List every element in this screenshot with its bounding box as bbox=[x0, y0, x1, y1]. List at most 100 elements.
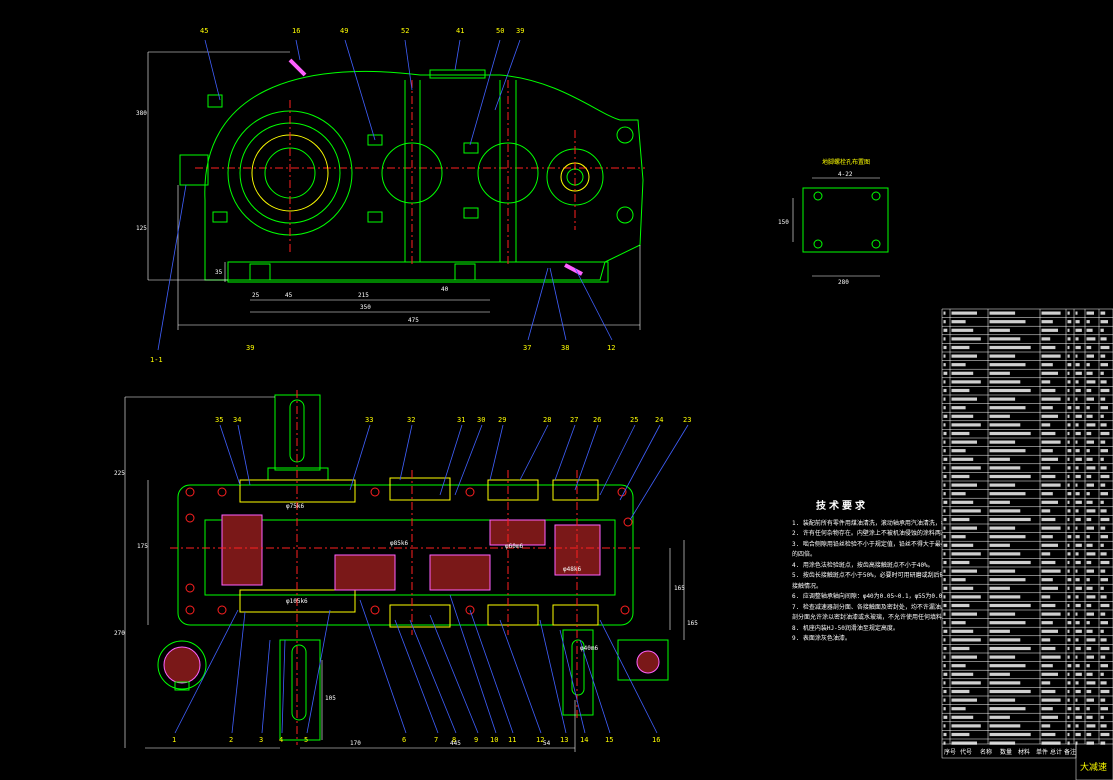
bom-cell-text bbox=[943, 535, 946, 539]
coupling-right-section bbox=[636, 650, 660, 674]
bom-cell-text bbox=[1086, 672, 1093, 676]
bom-cell-text bbox=[943, 500, 948, 504]
footer-cell: 名称 bbox=[980, 748, 992, 756]
balloon: 6 bbox=[402, 736, 406, 744]
bom-cell-text bbox=[1086, 664, 1090, 668]
dim-text: 170 bbox=[350, 740, 361, 747]
bom-cell-text bbox=[1100, 724, 1107, 728]
bom-cell-text bbox=[943, 337, 946, 341]
balloon: 12 bbox=[607, 344, 615, 352]
foundation-plate bbox=[802, 187, 889, 253]
bom-cell-text bbox=[1041, 621, 1053, 625]
bom-cell-text bbox=[943, 603, 947, 608]
bom-cell-text bbox=[1086, 629, 1093, 633]
bom-cell-text bbox=[951, 345, 970, 350]
bom-cell-text bbox=[1100, 655, 1106, 659]
bom-cell-text bbox=[1100, 440, 1106, 444]
dim-text: 35 bbox=[215, 269, 223, 276]
bom-cell-text bbox=[1041, 457, 1058, 461]
bom-cell-text bbox=[1041, 414, 1058, 418]
bom-cell-text bbox=[989, 586, 1010, 590]
bom-cell-text bbox=[943, 363, 946, 367]
bom-cell-text bbox=[989, 423, 1021, 427]
bom-cell-text bbox=[1086, 440, 1094, 444]
bom-cell-text bbox=[1041, 345, 1056, 350]
bom-cell-text bbox=[1086, 526, 1094, 530]
bom-cell-text bbox=[1067, 560, 1070, 565]
bom-cell-text bbox=[1086, 337, 1096, 341]
balloon: 50 bbox=[496, 27, 504, 35]
bom-cell-text bbox=[1075, 629, 1082, 633]
bom-cell-text bbox=[951, 543, 974, 547]
balloon: 7 bbox=[434, 736, 438, 744]
bom-cell-text bbox=[1086, 621, 1090, 625]
oil-gauge bbox=[564, 263, 583, 276]
bom-cell-text bbox=[1086, 345, 1092, 350]
footer-cell: 总计 bbox=[1050, 748, 1062, 756]
tech-item: 2. 许有任何杂物存在。内壁涂上不被机油侵蚀的涂料两次。 bbox=[792, 530, 942, 537]
bom-cell-text bbox=[951, 526, 977, 530]
bom-cell-text bbox=[989, 328, 1010, 332]
foundation-view bbox=[792, 177, 889, 277]
bom-cell-text bbox=[951, 354, 977, 358]
bom-cell-text bbox=[1100, 681, 1107, 685]
bom-cell-text bbox=[1067, 689, 1070, 694]
bom-cell-text bbox=[1041, 672, 1058, 676]
bom-cell-text bbox=[1075, 689, 1081, 694]
bom-cell-text bbox=[1067, 517, 1070, 522]
bom-cell-text bbox=[1075, 388, 1081, 393]
bom-cell-text bbox=[989, 449, 1026, 453]
bom-cell-text bbox=[989, 578, 1026, 582]
bom-cell-text bbox=[1086, 371, 1093, 375]
bom-cell-text bbox=[1041, 483, 1061, 487]
balloon: 32 bbox=[407, 416, 415, 424]
bom-cell-text bbox=[943, 311, 946, 315]
bom-cell-text bbox=[1100, 664, 1108, 668]
bom-cell-text bbox=[1067, 431, 1070, 436]
bolt-nut bbox=[463, 207, 479, 219]
bom-cell-text bbox=[1041, 655, 1061, 659]
balloon: 25 bbox=[630, 416, 638, 424]
output-shaft bbox=[279, 639, 321, 741]
bom-cell-text bbox=[951, 681, 981, 685]
bom-cell-text bbox=[989, 569, 1016, 573]
bom-cell-text bbox=[1075, 449, 1080, 453]
bom-cell-text bbox=[1086, 569, 1094, 573]
bom-cell-text bbox=[1100, 397, 1106, 401]
bom-cell-text bbox=[1100, 345, 1110, 350]
bom-cell-text bbox=[1067, 715, 1070, 719]
bom-cell-text bbox=[1100, 672, 1104, 676]
bom-cell-text bbox=[1075, 638, 1079, 642]
bom-cell-text bbox=[1067, 363, 1072, 367]
bolt-nut bbox=[212, 211, 228, 223]
balloon: 35 bbox=[215, 416, 223, 424]
bom-cell-text bbox=[989, 646, 1031, 651]
bom-cell-text bbox=[1041, 363, 1053, 367]
balloon: 41 bbox=[456, 27, 464, 35]
bolt-head bbox=[207, 94, 223, 108]
bom-cell-text bbox=[1100, 707, 1108, 711]
bom-cell-text bbox=[989, 320, 1026, 324]
bom-cell-text bbox=[1086, 311, 1094, 315]
bom-cell-text bbox=[1041, 612, 1061, 616]
tech-item: 6. 应调整轴承轴向间隙：φ40为0.05~0.1，φ55为0.08~0.15。 bbox=[792, 593, 942, 600]
bom-cell-text bbox=[1041, 638, 1051, 642]
bom-cell-text bbox=[1100, 449, 1108, 453]
bom-cell-text bbox=[1041, 440, 1061, 444]
balloon: 29 bbox=[498, 416, 506, 424]
bom-cell-text bbox=[1067, 543, 1070, 547]
bom-cell-text bbox=[1100, 732, 1110, 737]
bom-cell-text bbox=[1086, 388, 1092, 393]
bom-cell-text bbox=[989, 681, 1021, 685]
bom-cell-text bbox=[1075, 440, 1078, 444]
foot-pad bbox=[454, 263, 476, 281]
bom-cell-text bbox=[943, 569, 946, 573]
bom-cell-text bbox=[1086, 406, 1090, 410]
bom-cell-text bbox=[1086, 732, 1092, 737]
bom-cell-text bbox=[1075, 681, 1079, 685]
bom-cell-text bbox=[989, 638, 1021, 642]
bom-cell-text bbox=[951, 311, 977, 315]
bom-cell-text bbox=[951, 595, 981, 599]
